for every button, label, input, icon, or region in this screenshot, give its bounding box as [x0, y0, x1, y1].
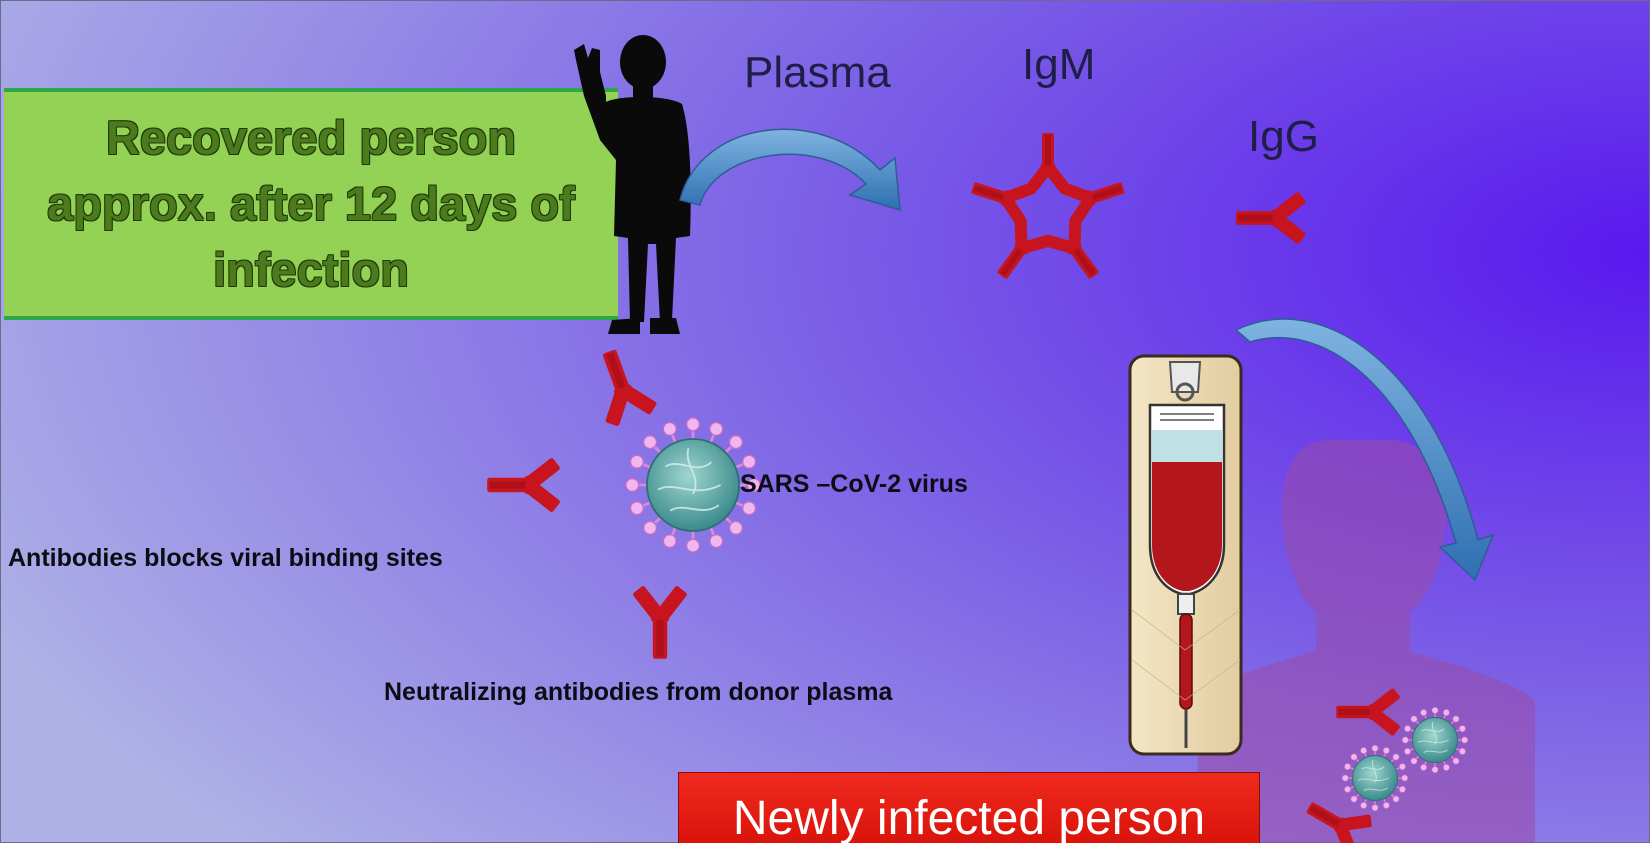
- plasma-label: Plasma: [744, 48, 891, 97]
- igg-label: IgG: [1248, 112, 1319, 161]
- newly-infected-box: Newly infected person: [678, 772, 1260, 843]
- igm-label: IgM: [1022, 40, 1096, 89]
- virus-label: SARS –CoV-2 virus: [740, 470, 968, 498]
- recovered-line-3: infection: [213, 243, 409, 296]
- recovered-line-2: approx. after 12 days of: [47, 177, 575, 230]
- recovered-person-box: Recovered person approx. after 12 days o…: [4, 88, 618, 320]
- newly-infected-label: Newly infected person: [732, 792, 1206, 843]
- blocking-label: Antibodies blocks viral binding sites: [8, 544, 443, 572]
- recovered-line-1: Recovered person: [105, 111, 517, 164]
- neutralizing-label: Neutralizing antibodies from donor plasm…: [384, 678, 893, 706]
